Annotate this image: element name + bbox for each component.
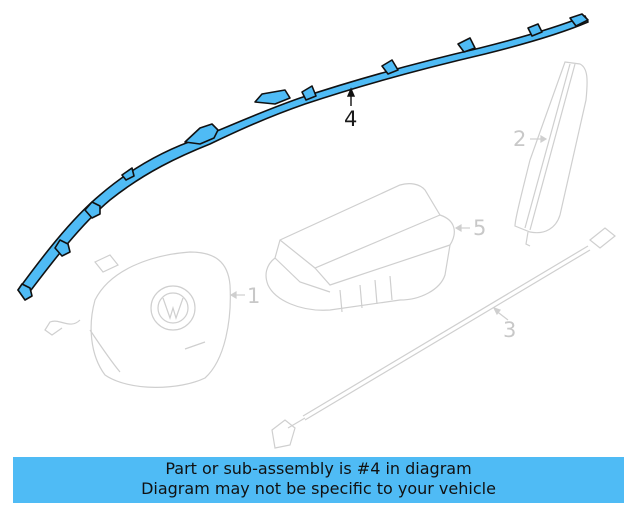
callout-arrow-4	[346, 87, 356, 106]
callout-label-3: 3	[503, 318, 517, 342]
knee-airbag-part[interactable]	[514, 61, 588, 247]
wiring-harness-part[interactable]	[271, 227, 616, 449]
driver-airbag-part[interactable]	[44, 251, 231, 388]
callout-arrow-5	[454, 223, 470, 233]
banner-line-disclaimer: Diagram may not be specific to your vehi…	[141, 479, 496, 498]
passenger-airbag-part[interactable]	[265, 183, 455, 313]
curtain-airbag-part[interactable]	[17, 13, 589, 301]
callout-label-5: 5	[473, 216, 487, 240]
callout-arrow-2	[530, 134, 548, 144]
callout-arrow-1	[229, 290, 245, 300]
info-banner: Part or sub-assembly is #4 in diagram Di…	[13, 457, 624, 503]
banner-line-part-number: Part or sub-assembly is #4 in diagram	[165, 459, 472, 478]
callout-arrow-3	[492, 306, 509, 321]
callout-label-2: 2	[513, 127, 527, 151]
callout-label-4: 4	[344, 107, 358, 131]
callout-label-1: 1	[247, 284, 261, 308]
